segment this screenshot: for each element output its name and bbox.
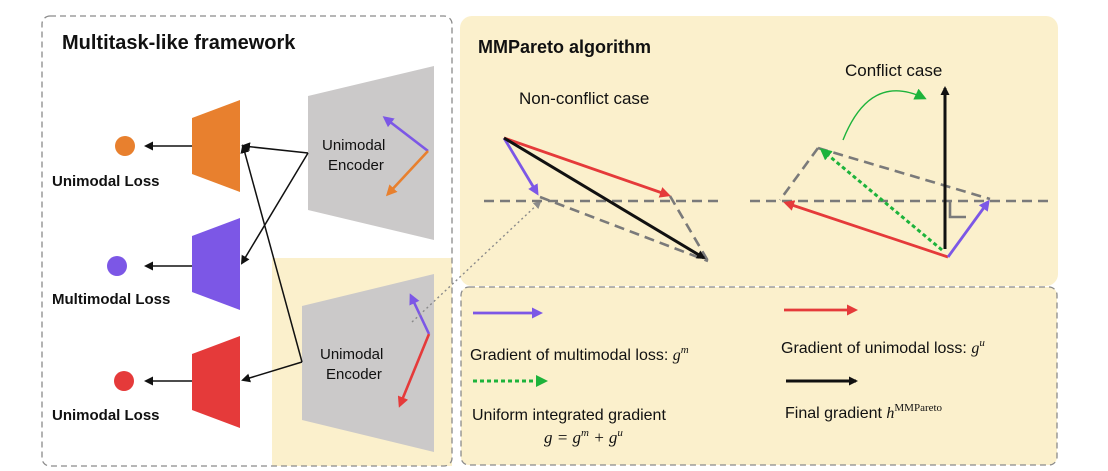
unimodal-head-red <box>192 336 240 428</box>
conflict-uniform-integrated-gradient <box>819 148 943 252</box>
multimodal-loss-dot <box>107 256 127 276</box>
unimodal-loss-label-bottom: Unimodal Loss <box>52 407 160 424</box>
rotation-curve-arrow <box>842 88 927 141</box>
conflict-multimodal-gradient <box>946 199 990 258</box>
nonconflict-parallelogram-edge-2 <box>668 195 710 262</box>
legend-unimodal-label: Gradient of unimodal loss: gu <box>781 337 985 357</box>
unimodal-loss-dot-red <box>114 371 134 391</box>
unimodal-loss-dot-orange <box>115 136 135 156</box>
bottom-encoder-red-gradient <box>397 333 431 408</box>
nonconflict-parallelogram-edge-1 <box>539 195 709 263</box>
conflict-unimodal-gradient <box>783 200 949 259</box>
multitask-framework-box <box>41 15 453 467</box>
mmpareto-panel-bg <box>460 16 1058 286</box>
dotted-connector-arrow <box>411 200 542 323</box>
legend-final-label: Final gradient hMMPareto <box>785 402 943 422</box>
unimodal-head-orange <box>192 100 240 192</box>
nonconflict-multimodal-gradient <box>502 137 539 196</box>
framework-title: Multitask-like framework <box>62 32 296 54</box>
arrow-top-encoder-to-orange-head <box>241 142 309 154</box>
top-encoder-label-2: Encoder <box>328 157 384 174</box>
arrow-bottom-encoder-to-red-head <box>241 361 303 383</box>
legend-uniform-equation: g = gm + gu <box>544 427 623 447</box>
conflict-parallelogram-edge-2 <box>778 147 820 201</box>
legend-box <box>460 286 1058 466</box>
top-encoder-purple-gradient <box>382 116 429 153</box>
top-encoder-label-1: Unimodal <box>322 137 385 154</box>
unimodal-loss-label-top: Unimodal Loss <box>52 173 160 190</box>
bottom-encoder-label-2: Encoder <box>326 366 382 383</box>
arrow-top-encoder-to-purple-head <box>240 152 309 265</box>
multimodal-head-purple <box>192 218 240 310</box>
right-angle-marker <box>948 201 966 219</box>
conflict-parallelogram-edge-1 <box>817 146 991 201</box>
mmpareto-title: MMPareto algorithm <box>478 37 651 57</box>
legend-uniform-label: Uniform integrated gradient <box>472 407 666 424</box>
nonconflict-unimodal-gradient <box>503 136 671 198</box>
nonconflict-final-gradient <box>503 136 706 260</box>
multimodal-loss-label: Multimodal Loss <box>52 291 170 308</box>
bottom-encoder-label-1: Unimodal <box>320 346 383 363</box>
conflict-case-label: Conflict case <box>845 61 942 80</box>
legend-multimodal-label: Gradient of multimodal loss: gm <box>470 344 689 364</box>
nonconflict-case-label: Non-conflict case <box>519 89 649 108</box>
arrow-bottom-encoder-to-orange-head <box>240 144 303 363</box>
top-encoder-orange-gradient <box>385 150 429 197</box>
top-unimodal-encoder <box>308 66 434 240</box>
